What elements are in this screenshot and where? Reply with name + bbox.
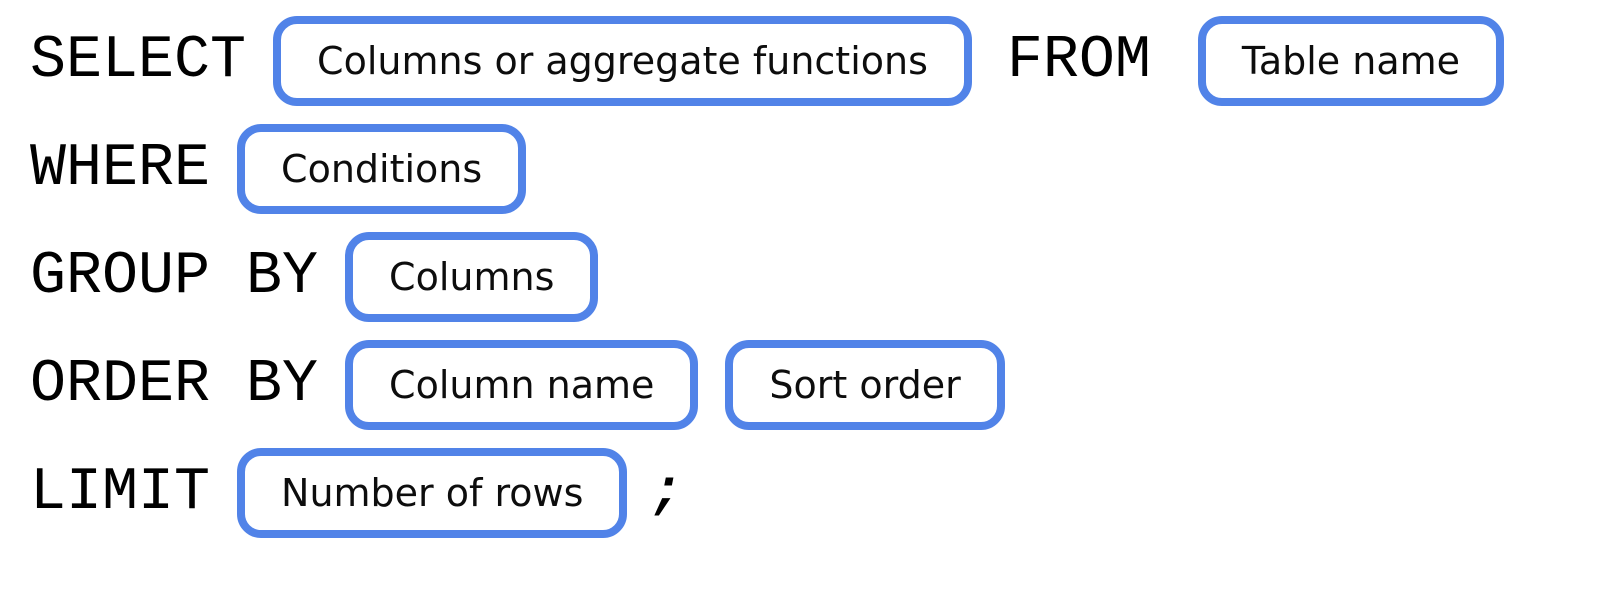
keyword-where: WHERE xyxy=(30,135,211,203)
keyword-group-by: GROUP BY xyxy=(30,243,319,311)
row-select-from: SELECT Columns or aggregate functions FR… xyxy=(30,16,1600,106)
keyword-limit: LIMIT xyxy=(30,459,211,527)
pill-label: Sort order xyxy=(769,363,961,407)
pill-number-of-rows: Number of rows xyxy=(237,448,628,538)
pill-columns: Columns xyxy=(345,232,599,322)
pill-label: Columns xyxy=(389,255,555,299)
pill-conditions: Conditions xyxy=(237,124,527,214)
pill-column-name: Column name xyxy=(345,340,699,430)
keyword-select: SELECT xyxy=(30,27,247,95)
pill-label: Table name xyxy=(1241,39,1461,83)
pill-columns-or-aggregate-functions: Columns or aggregate functions xyxy=(273,16,972,106)
pill-label: Columns or aggregate functions xyxy=(317,39,928,83)
row-order-by: ORDER BY Column name Sort order xyxy=(30,340,1600,430)
row-limit: LIMIT Number of rows ; xyxy=(30,448,1600,538)
pill-sort-order: Sort order xyxy=(725,340,1005,430)
keyword-order-by: ORDER BY xyxy=(30,351,319,419)
keyword-from: FROM xyxy=(1006,27,1151,95)
pill-label: Conditions xyxy=(281,147,483,191)
row-where: WHERE Conditions xyxy=(30,124,1600,214)
pill-label: Column name xyxy=(389,363,655,407)
pill-table-name: Table name xyxy=(1197,16,1505,106)
statement-terminator-semicolon: ; xyxy=(650,462,683,523)
pill-label: Number of rows xyxy=(281,471,584,515)
row-group-by: GROUP BY Columns xyxy=(30,232,1600,322)
